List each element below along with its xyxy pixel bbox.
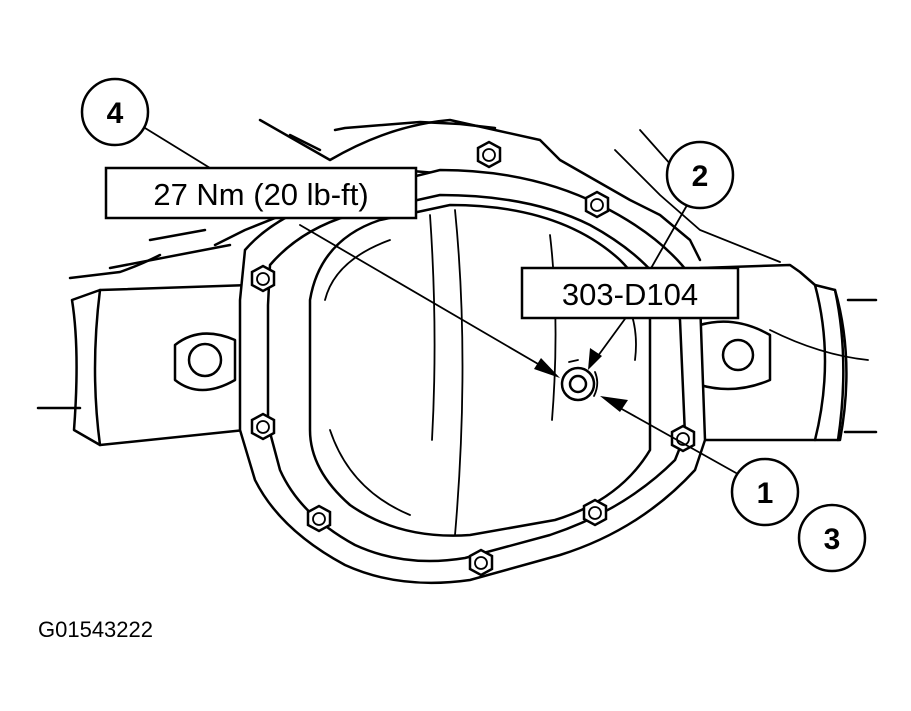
item-number: 1	[757, 477, 774, 510]
cover-bolts	[250, 140, 696, 577]
item-number: 4	[107, 97, 124, 130]
bolt-icon	[250, 412, 276, 441]
bolt-icon	[468, 548, 494, 577]
fill-plug	[560, 359, 599, 402]
item-number: 3	[824, 523, 841, 556]
bolt-icon	[670, 424, 696, 453]
torque-callout: 27 Nm (20 lb-ft)	[104, 166, 418, 220]
bolt-icon	[250, 264, 276, 293]
bolt-icon	[306, 504, 332, 533]
item-balloon-1: 1	[730, 457, 800, 527]
bolt-icon	[584, 190, 610, 219]
cover-dome	[308, 203, 652, 537]
tool-label: 303-D104	[562, 277, 698, 312]
bolt-icon	[582, 498, 608, 527]
item-balloon-2: 2	[665, 140, 735, 210]
item-balloon-4: 4	[80, 77, 150, 147]
bolt-icon	[476, 140, 502, 169]
figure-reference: G01543222	[38, 617, 153, 642]
leader-lines	[144, 127, 746, 479]
item-balloon-3: 3	[797, 503, 867, 573]
item-number: 2	[692, 160, 709, 193]
tool-callout: 303-D104	[520, 266, 740, 320]
torque-label: 27 Nm (20 lb-ft)	[153, 177, 368, 212]
left-axle-tube	[36, 243, 252, 447]
